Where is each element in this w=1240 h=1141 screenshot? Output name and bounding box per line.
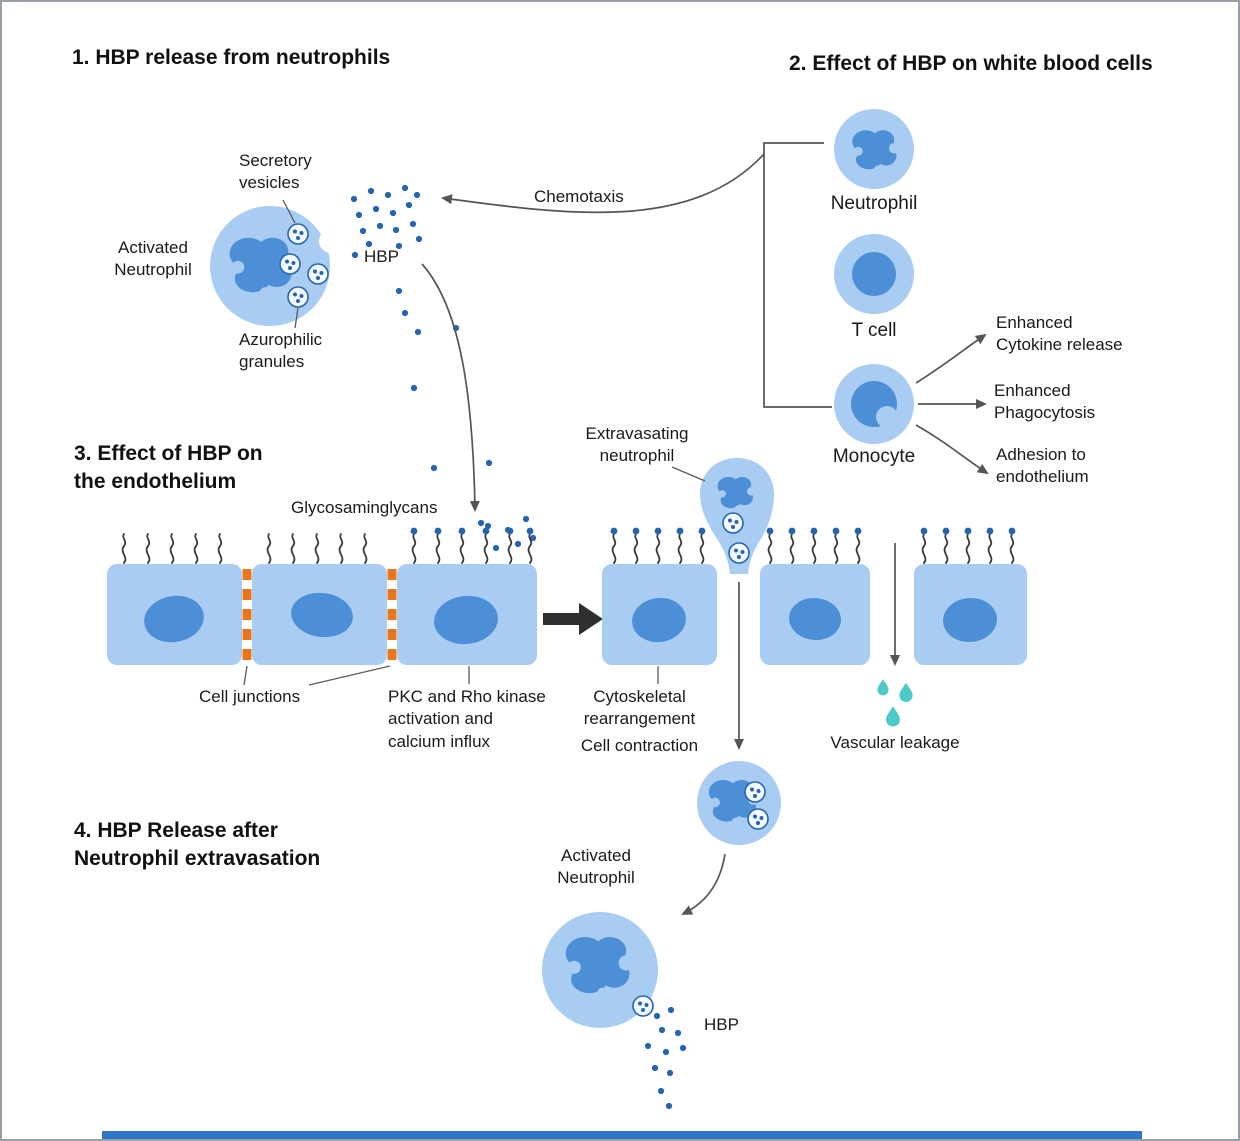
granule-icon: [747, 808, 769, 830]
label-effect-cytokine: Enhanced Cytokine release: [996, 313, 1123, 355]
vascular-leakage-droplets: [877, 679, 913, 727]
granule-icon: [722, 512, 744, 534]
label-cytoskeletal: Cytoskeletal rearrangement: [583, 687, 696, 729]
activated-neutrophil-cell-4: [542, 912, 658, 1028]
activated-neutrophil-cell-1: [210, 206, 343, 326]
footer-bar: [102, 1131, 1142, 1139]
secretion-notch: [319, 229, 343, 253]
label-hbp-1: HBP: [364, 247, 399, 266]
droplet-icon: [886, 706, 900, 727]
t-cell: [834, 234, 914, 314]
effect-arrow-cytokine: [915, 333, 987, 384]
label-t-cell: T cell: [851, 320, 897, 341]
hbp-dot-cloud-bottom: [644, 1006, 687, 1110]
label-chemotaxis: Chemotaxis: [534, 187, 624, 206]
hbp-to-endothelium-arrow: [421, 263, 480, 512]
label-monocyte: Monocyte: [832, 446, 916, 467]
wbc-bracket: [763, 142, 832, 408]
pointer-lines: [243, 199, 706, 686]
granule-icon: [728, 542, 750, 564]
label-secretory-vesicles: Secretory vesicles: [239, 151, 312, 193]
label-pkc: PKC and Rho kinase activation and calciu…: [388, 687, 546, 751]
section2-title: 2. Effect of HBP on white blood cells: [789, 52, 1153, 75]
label-cell-contraction: Cell contraction: [580, 736, 699, 755]
label-neutrophil: Neutrophil: [830, 193, 918, 214]
label-activated-neutrophil-1: Activated Neutrophil: [114, 238, 192, 280]
label-activated-neutrophil-4: Activated Neutrophil: [557, 846, 635, 888]
azurophilic-granule-icon: [307, 263, 329, 285]
section4-title: 4. HBP Release after Neutrophil extravas…: [74, 819, 321, 870]
monocyte-cell: [834, 364, 914, 444]
transition-arrow: [543, 603, 603, 635]
azurophilic-granule-icon: [279, 253, 301, 275]
label-extravasating-neutrophil: Extravasating neutrophil: [585, 424, 689, 466]
secretory-vesicle-icon: [632, 995, 654, 1017]
section3-title: 3. Effect of HBP on the endothelium: [74, 442, 263, 493]
neutrophil-cell: [834, 109, 914, 189]
endothelium-row-2: [602, 528, 1027, 665]
endothelium-row-1: [107, 528, 537, 665]
label-vascular-leakage: Vascular leakage: [830, 733, 960, 752]
droplet-icon: [899, 682, 913, 702]
label-cell-junctions: Cell junctions: [199, 687, 301, 706]
label-effect-adhesion: Adhesion to endothelium: [996, 445, 1089, 487]
extravasating-neutrophil-cell: [700, 458, 774, 574]
label-glycosaminglycans: Glycosaminglycans: [291, 498, 438, 517]
label-effect-phagocytosis: Enhanced Phagocytosis: [994, 381, 1096, 423]
to-activated-neutrophil-arrow: [681, 853, 726, 915]
secretory-vesicle-icon: [287, 223, 309, 245]
section1-title: 1. HBP release from neutrophils: [72, 46, 391, 69]
extravasated-neutrophil-cell: [697, 761, 781, 845]
chemotaxis-arrow: [441, 153, 765, 214]
azurophilic-granule-icon: [287, 286, 309, 308]
label-azurophilic-granules: Azurophilic granules: [239, 330, 323, 372]
granule-icon: [744, 781, 766, 803]
effect-arrow-adhesion: [915, 424, 989, 475]
hbp-dot-cloud: [350, 184, 537, 552]
droplet-icon: [877, 679, 889, 696]
label-hbp-4: HBP: [704, 1015, 739, 1034]
